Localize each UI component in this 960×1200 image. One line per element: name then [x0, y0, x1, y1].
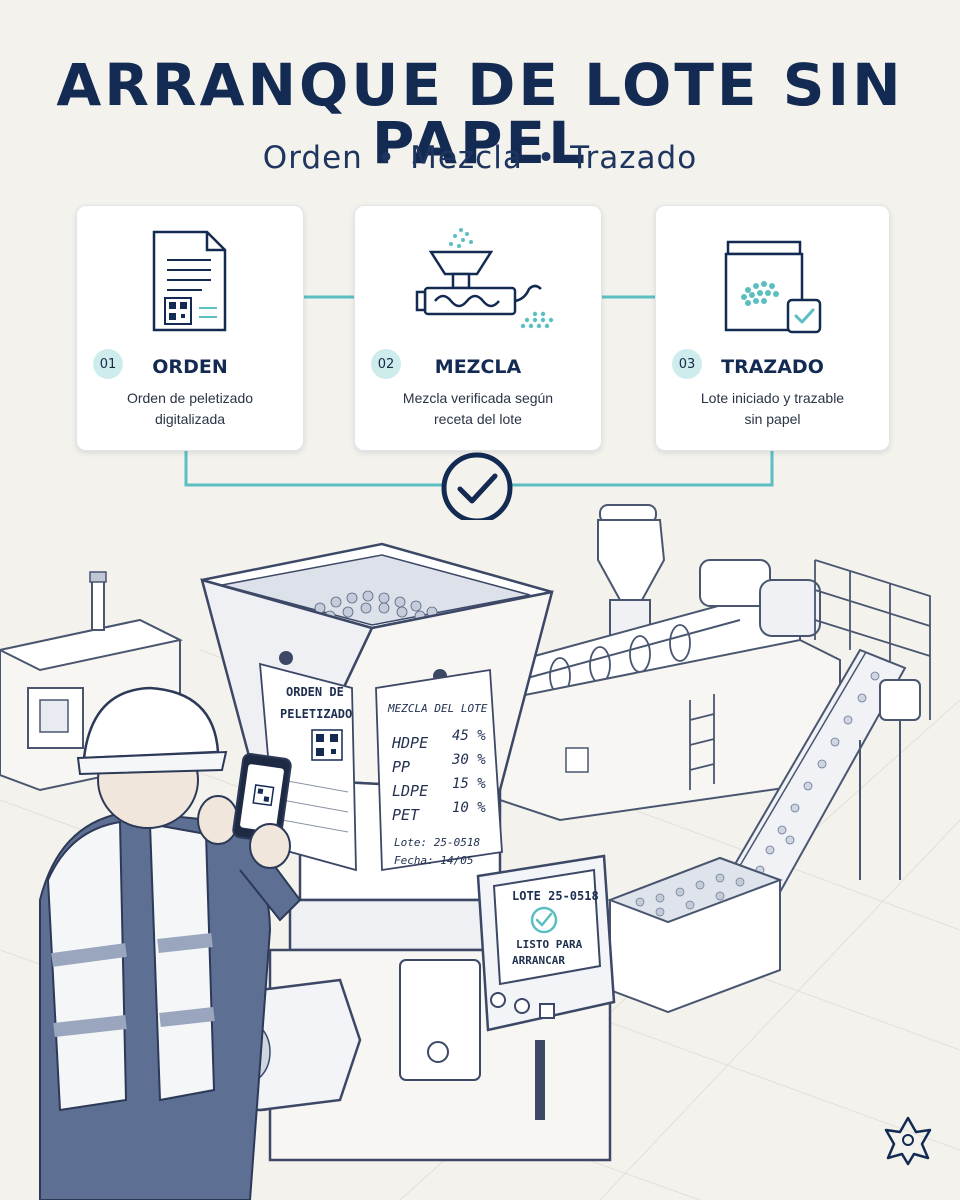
step-description: Mezcla verificada según receta del lote [375, 388, 581, 430]
control-panel: LOTE 25-0518 LISTO PARA ARRANCAR [476, 854, 616, 1120]
mix-material: PP [392, 758, 410, 776]
mix-sheet-heading: MEZCLA DEL LOTE [387, 702, 488, 715]
check-circle-icon [441, 452, 513, 520]
mix-percent: 15 % [452, 776, 486, 792]
step-card-mezcla: 02 MEZCLA Mezcla verificada según receta… [354, 205, 602, 451]
step-label: TRAZADO [721, 356, 824, 378]
step-description-line: sin papel [744, 411, 801, 427]
order-sheet-line2: PELETIZADO [280, 707, 352, 721]
step-description-line: Lote iniciado y trazable [700, 390, 845, 406]
step-card-trazado: 03 TRAZADO Lote iniciado y trazable sin … [655, 205, 890, 451]
mix-material: HDPE [391, 734, 428, 752]
qr-code-icon [311, 729, 343, 761]
step-number-badge: 02 [371, 349, 401, 379]
panel-lot: LOTE 25-0518 [512, 889, 599, 903]
step-number-badge: 01 [93, 349, 123, 379]
mix-percent: 10 % [452, 800, 486, 816]
step-description: Lote iniciado y trazable sin papel [676, 388, 869, 430]
mix-lote: Lote: 25-0518 [394, 836, 480, 849]
mix-material: PET [392, 806, 420, 824]
mix-sheet: MEZCLA DEL LOTE HDPE 45 % PP 30 % LDPE 1… [375, 668, 503, 872]
mix-fecha: Fecha: 14/05 [394, 854, 473, 867]
page-subtitle: Orden • Mezcla • Trazado [0, 140, 960, 176]
flower-logo-icon [884, 1116, 932, 1166]
pellet-bin [607, 856, 783, 1014]
step-description-line: receta del lote [434, 411, 522, 427]
subtitle-mezcla: Mezcla [410, 140, 523, 176]
page-title: ARRANQUE DE LOTE SIN PAPEL [56, 51, 904, 177]
step-description-line: Mezcla verificada según [402, 390, 554, 406]
panel-button[interactable] [490, 992, 506, 1008]
order-sheet-line1: ORDEN DE [286, 685, 344, 699]
mix-percent: 45 % [452, 728, 486, 744]
factory-scene: ORDEN DE PELETIZADO MEZCLA DEL LOTE HDPE… [0, 504, 960, 1200]
mix-material: LDPE [392, 782, 428, 800]
step-number-badge: 03 [672, 349, 702, 379]
flow-connectors [184, 295, 774, 520]
mixer-hopper-icon [415, 228, 554, 329]
panel-button[interactable] [514, 998, 530, 1014]
step-card-orden: 01 ORDEN Orden de peletizado digitalizad… [76, 205, 304, 451]
smartphone-icon[interactable] [232, 752, 292, 844]
panel-status-line1: LISTO PARA [516, 938, 583, 951]
step-label: ORDEN [152, 356, 228, 378]
subtitle-trazado: Trazado [570, 140, 698, 176]
subtitle-orden: Orden [262, 140, 363, 176]
subtitle-separator: • [376, 140, 397, 176]
worker [39, 686, 302, 1200]
check-circle-icon [530, 906, 558, 934]
step-description-line: Orden de peletizado [126, 390, 254, 406]
step-description-line: digitalizada [154, 411, 226, 427]
step-label: MEZCLA [434, 356, 522, 378]
panel-button[interactable] [539, 1003, 555, 1019]
step-description: Orden de peletizado digitalizada [97, 388, 283, 430]
mix-percent: 30 % [451, 752, 486, 768]
subtitle-separator: • [536, 140, 557, 176]
panel-status-line2: ARRANCAR [512, 954, 565, 967]
document-qr-icon [152, 230, 227, 332]
bag-check-icon [724, 240, 822, 334]
